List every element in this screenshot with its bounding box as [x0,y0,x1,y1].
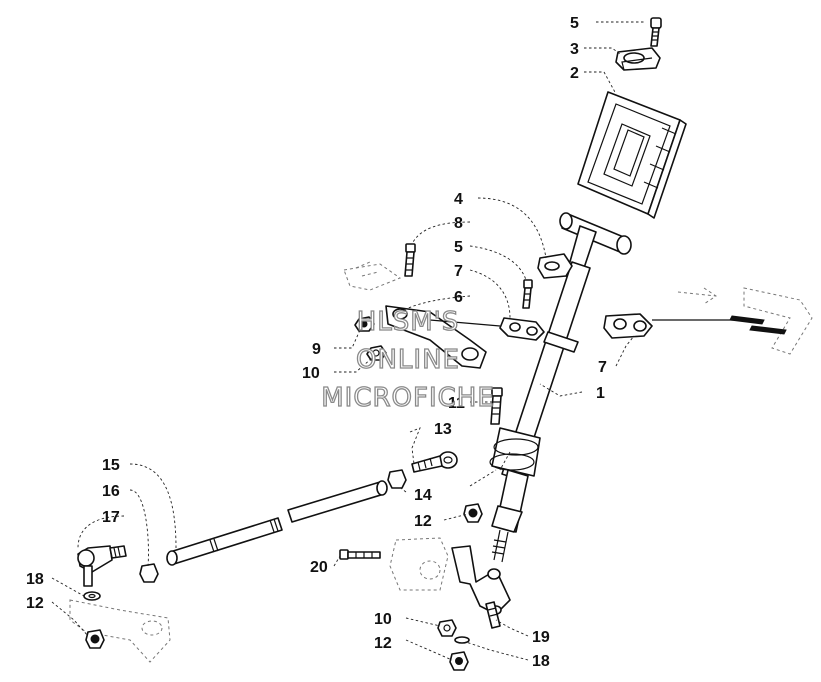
callout-10-bottom: 10 [374,611,392,628]
watermark-line-2: ONLINE [356,345,460,375]
nut-12-left [85,629,105,649]
callout-7-right: 7 [598,359,607,376]
watermark-line-1: HLSM'S [357,307,460,337]
callout-16: 16 [102,483,120,500]
tie-rod-end-13 [411,451,458,473]
callout-2: 2 [570,65,579,82]
bolt-top [650,17,662,47]
nut-12-bottom [449,651,469,671]
handlebar-pad [577,91,687,219]
watermark: HLSM'S ONLINE MICROFICHE [321,306,495,413]
right-arm-ghost [652,287,813,355]
bolt-8 [404,243,416,277]
callout-20: 20 [310,559,328,576]
callout-11: 11 [448,395,465,412]
callout-12-left: 12 [26,595,44,612]
callout-18-left: 18 [26,571,44,588]
callout-4: 4 [454,191,463,208]
callout-3: 3 [570,41,579,58]
mid-clamp [537,253,573,279]
jam-nut-14 [387,469,407,489]
callout-7-left: 7 [454,263,463,280]
steering-arm [343,261,501,369]
tie-rod-15 [166,480,388,566]
nut-9 [354,316,375,332]
upper-clamp [615,47,661,71]
callout-14: 14 [414,487,432,504]
callout-12-mid: 12 [414,513,432,530]
callout-19: 19 [532,629,550,646]
callout-labels: 5 3 2 4 8 5 7 6 9 10 7 1 11 13 15 16 17 … [26,15,607,670]
callout-18-bottom: 18 [532,653,550,670]
bolt-20 [339,549,381,560]
steering-post [489,212,632,563]
washer-18-left [83,591,101,601]
callout-17: 17 [102,509,120,526]
nut-10-top [366,345,387,361]
callout-5-mid: 5 [454,239,463,256]
link-block-left [499,317,545,341]
callout-9: 9 [312,341,321,358]
link-block-right [603,313,653,339]
washer-18-bottom [454,636,470,644]
bolt-19 [485,601,501,629]
callout-1: 1 [596,385,605,402]
bolt-mid [522,279,533,309]
callout-8: 8 [454,215,463,232]
leader-lines [51,21,646,661]
callout-5-top: 5 [570,15,579,32]
callout-12-bottom: 12 [374,635,392,652]
callout-13: 13 [434,421,452,438]
ball-joint-17 [77,545,127,587]
watermark-line-3: MICROFICHE [321,383,495,413]
jam-nut-16 [139,563,159,583]
nut-12-mid [463,503,483,523]
nut-10-bottom [437,619,457,637]
callout-15: 15 [102,457,120,474]
callout-6: 6 [454,289,463,306]
bolt-11 [490,387,503,425]
callout-10-top: 10 [302,365,320,382]
spindle-arm-ghost [69,599,171,663]
